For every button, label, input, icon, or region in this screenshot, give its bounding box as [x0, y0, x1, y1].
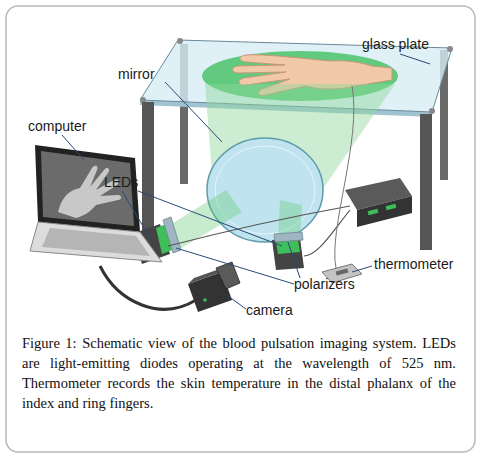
- screen-hand-image: [58, 166, 121, 218]
- wire: [168, 206, 350, 246]
- thermometer-display: [336, 269, 349, 276]
- laptop-keyboard: [42, 228, 150, 256]
- part-label: computer: [28, 118, 86, 134]
- wire: [304, 210, 350, 256]
- leader-line: [62, 135, 84, 160]
- leader-line: [288, 242, 300, 278]
- leader-line: [400, 54, 430, 64]
- leader-line: [176, 248, 294, 284]
- indicator: [203, 298, 207, 302]
- indicator: [368, 209, 379, 215]
- polarizer: [274, 232, 303, 242]
- figure-caption: Figure 1: Schematic view of the blood pu…: [22, 333, 456, 413]
- leader-line: [138, 191, 282, 246]
- laptop-base: [30, 222, 162, 262]
- polarizer: [163, 217, 181, 253]
- leader-line: [228, 296, 246, 309]
- mirror: [207, 138, 323, 242]
- camera-cable: [100, 266, 196, 309]
- figure-frame: [6, 6, 475, 452]
- screw: [429, 108, 435, 114]
- laptop-screen: [35, 145, 140, 232]
- part-label: mirror: [118, 66, 155, 82]
- power-supply: [357, 196, 412, 227]
- wire: [335, 86, 354, 268]
- part-label: camera: [246, 302, 293, 318]
- part-label: LEDs: [104, 174, 138, 190]
- screw: [177, 38, 183, 44]
- screw: [447, 46, 453, 52]
- part-label: glass plate: [362, 36, 429, 52]
- leader-line: [122, 191, 150, 238]
- leader-line: [165, 82, 222, 142]
- part-label: thermometer: [374, 256, 453, 272]
- table-leg: [420, 114, 432, 250]
- indicator: [386, 204, 397, 210]
- part-label: polarizers: [294, 276, 355, 292]
- leader-line: [352, 266, 372, 272]
